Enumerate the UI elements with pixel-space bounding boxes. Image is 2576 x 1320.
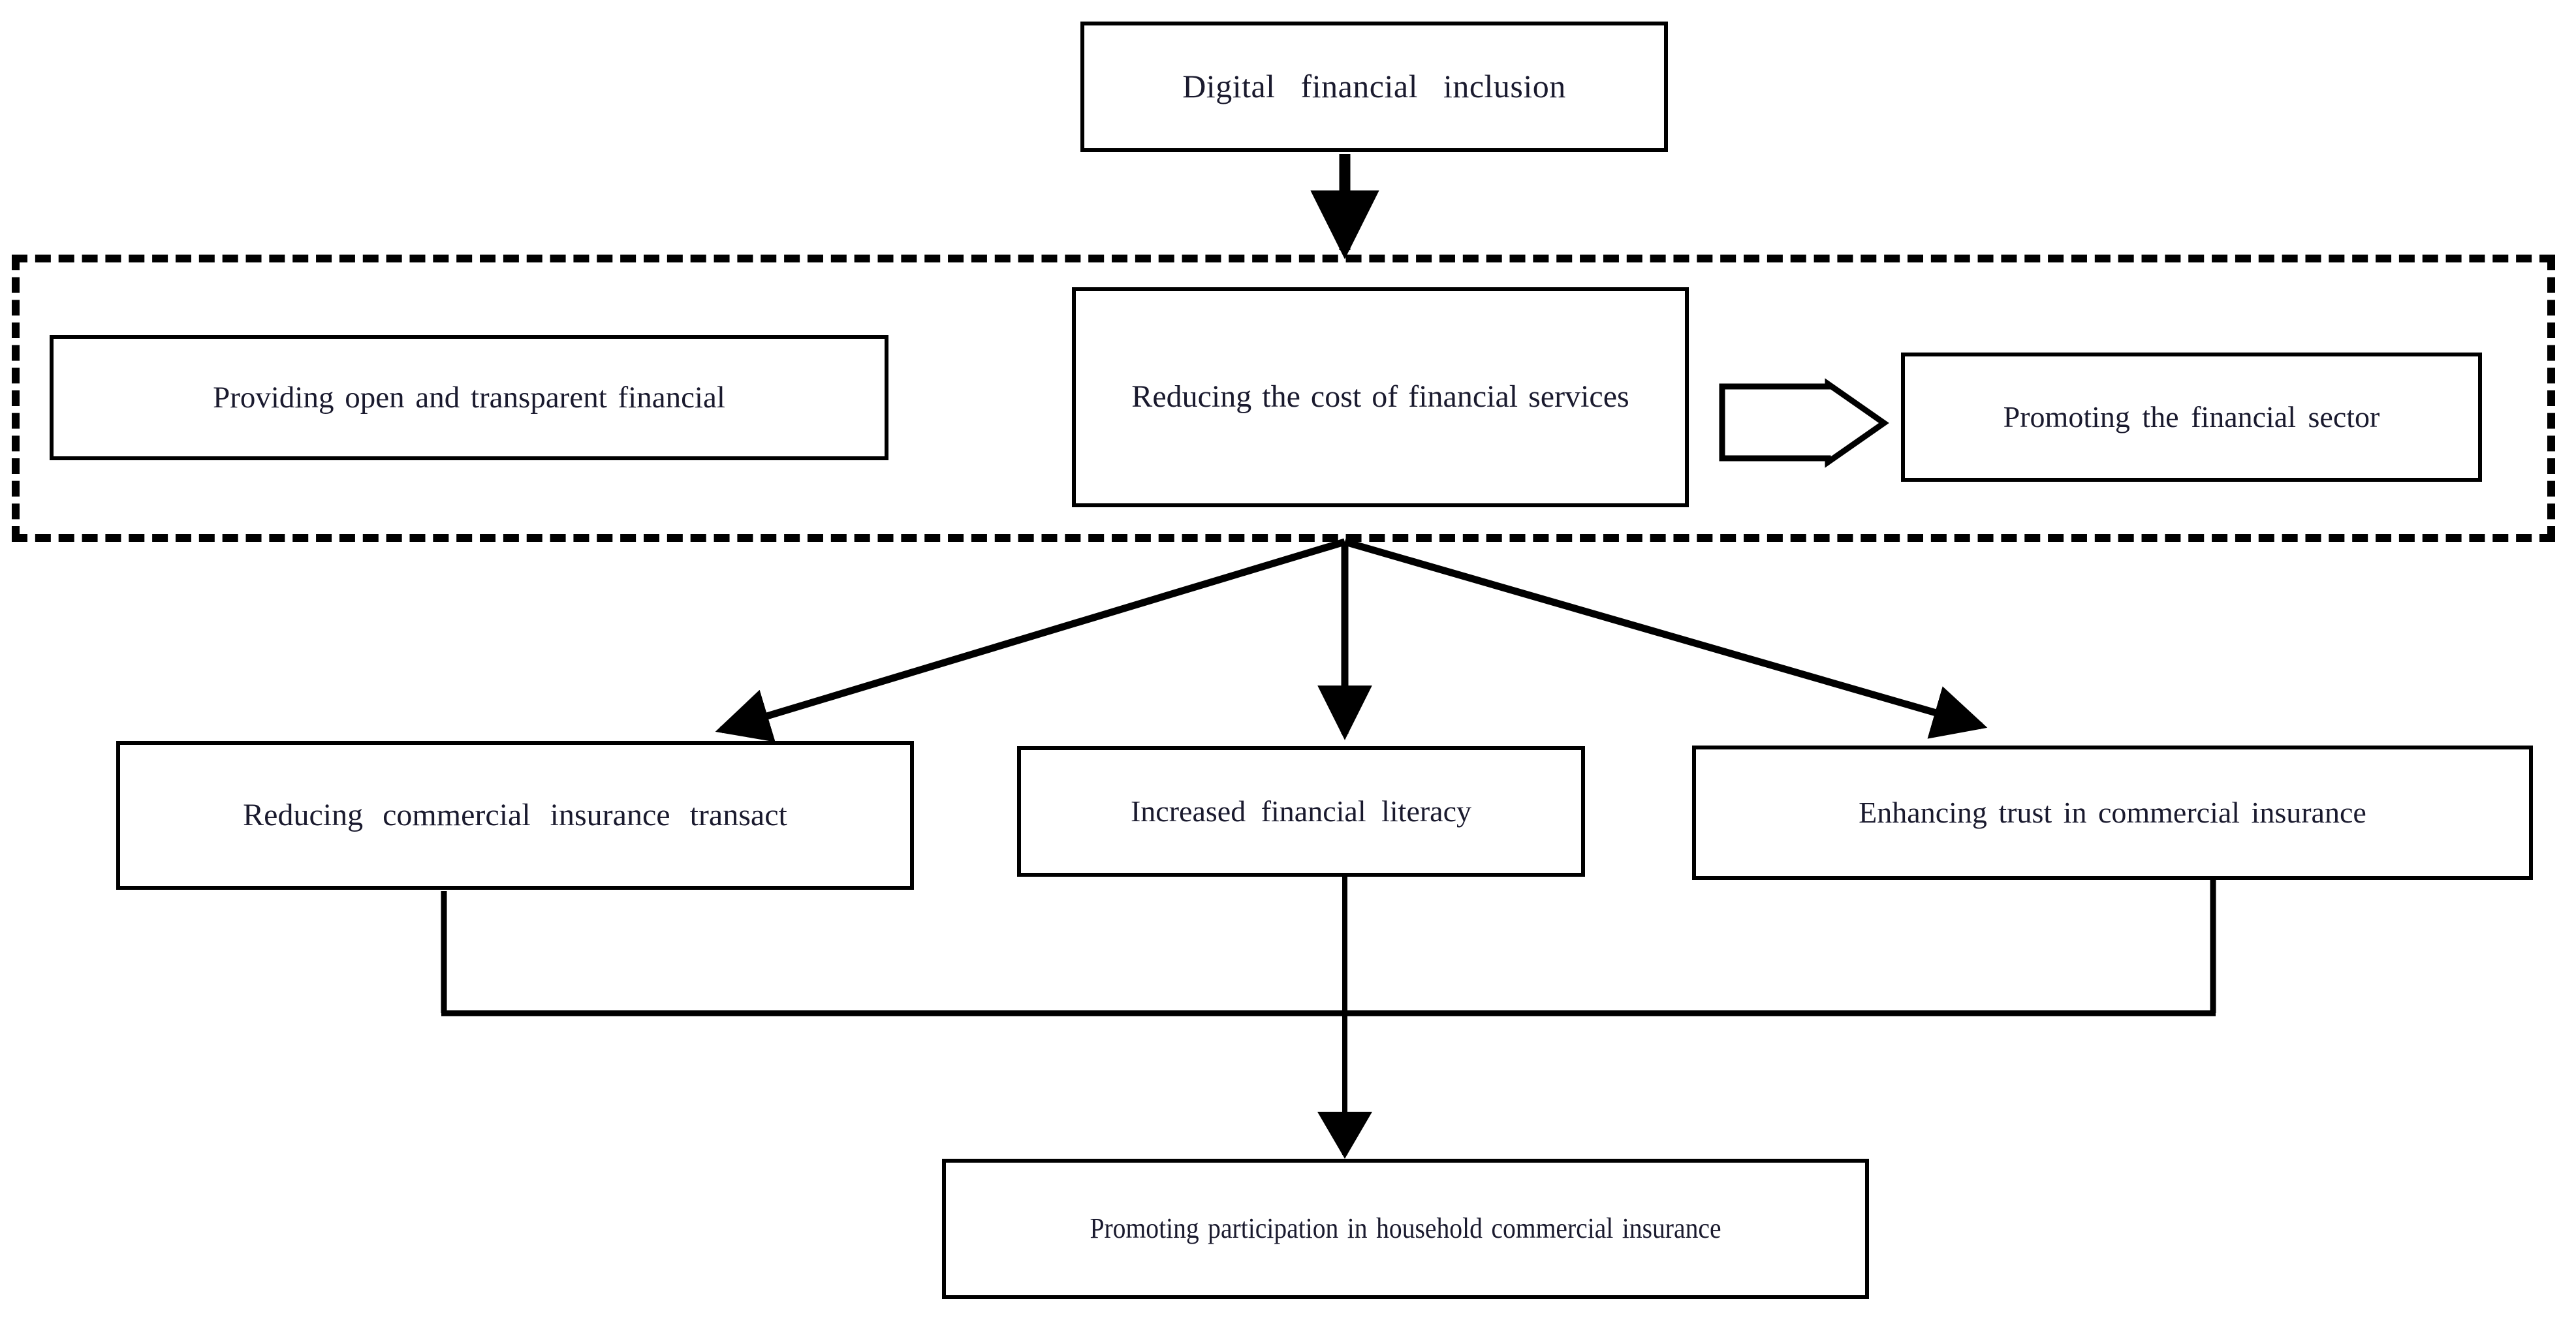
- node-providing-open-transparent-financial[interactable]: Providing open and transparent financial: [50, 335, 888, 460]
- node-reducing-cost-of-financial-services[interactable]: Reducing the cost of financial services: [1072, 287, 1689, 507]
- node-increased-financial-literacy[interactable]: Increased financial literacy: [1017, 746, 1585, 877]
- node-enhancing-trust-in-commercial-insurance[interactable]: Enhancing trust in commercial insurance: [1692, 746, 2533, 880]
- node-label-household: Promoting participation in household com…: [1090, 1212, 1721, 1245]
- node-label-top: Digital financial inclusion: [1182, 68, 1566, 105]
- node-label-sector: Promoting the financial sector: [2003, 400, 2380, 434]
- node-label-cost: Reducing the cost of financial services: [1131, 379, 1629, 415]
- node-label-literacy: Increased financial literacy: [1130, 794, 1472, 828]
- node-digital-financial-inclusion[interactable]: Digital financial inclusion: [1080, 22, 1668, 152]
- dashed-group-frame: [12, 255, 2555, 542]
- node-promoting-participation-household-commercial-insurance[interactable]: Promoting participation in household com…: [942, 1159, 1869, 1299]
- node-label-transparent: Providing open and transparent financial: [213, 380, 725, 415]
- node-label-trust: Enhancing trust in commercial insurance: [1859, 796, 2366, 830]
- edge-cost-to-transact: [715, 538, 1346, 742]
- edge-cost-to-trust: [1343, 538, 1988, 739]
- node-promoting-the-financial-sector[interactable]: Promoting the financial sector: [1901, 353, 2482, 482]
- node-label-transact: Reducing commercial insurance transact: [243, 797, 787, 832]
- node-reducing-commercial-insurance-transact[interactable]: Reducing commercial insurance transact: [116, 741, 914, 890]
